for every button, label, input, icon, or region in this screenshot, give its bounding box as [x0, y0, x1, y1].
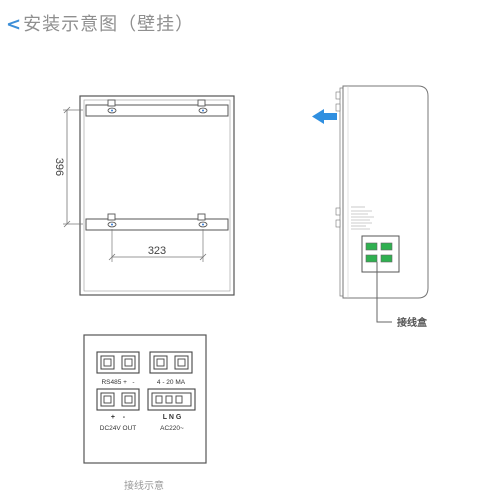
title-text: 安装示意图（壁挂） [23, 14, 195, 35]
terminal-green [380, 242, 393, 251]
terminal-green [365, 254, 378, 263]
ma-label: 4 - 20 MA [157, 379, 186, 386]
height-dim-label: 396 [53, 158, 65, 176]
ac220-terminal: L N G AC220~ [147, 388, 196, 432]
width-dim-label: 323 [148, 245, 166, 257]
ma-terminal: 4 - 20 MA [149, 351, 193, 386]
junction-box [361, 235, 400, 273]
top-bracket [85, 99, 229, 117]
junction-leader-line [376, 262, 392, 323]
terminal-detail: RS485 + - 4 - 20 MA + - DC24V OUT [83, 334, 207, 464]
left-arrow-icon [312, 109, 337, 124]
dc-label: DC24V OUT [100, 425, 137, 432]
bottom-bracket [85, 213, 229, 231]
height-dimension: 396 [53, 106, 83, 228]
dc24v-terminal: + - DC24V OUT [96, 388, 140, 432]
rs485-label: RS485 + - [101, 379, 134, 386]
front-panel-inner [83, 99, 231, 292]
junction-box-label: 接线盒 [397, 316, 428, 329]
width-dimension: 323 [108, 229, 207, 262]
back-chevron[interactable]: < [6, 14, 23, 35]
nameplate [351, 206, 374, 230]
front-view: 396 323 [53, 95, 235, 296]
dc-polarity-label: + - [111, 414, 126, 421]
front-panel-outline [79, 95, 235, 296]
rs485-terminal: RS485 + - [96, 351, 140, 386]
terminal-green [365, 242, 378, 251]
terminal-green [380, 254, 393, 263]
side-view: 接线盒 [312, 85, 429, 329]
terminal-caption: 接线示意 [124, 479, 164, 492]
lng-label: L N G [163, 414, 182, 421]
page-title: <安装示意图（壁挂） [6, 10, 194, 36]
ac-label: AC220~ [160, 425, 184, 432]
